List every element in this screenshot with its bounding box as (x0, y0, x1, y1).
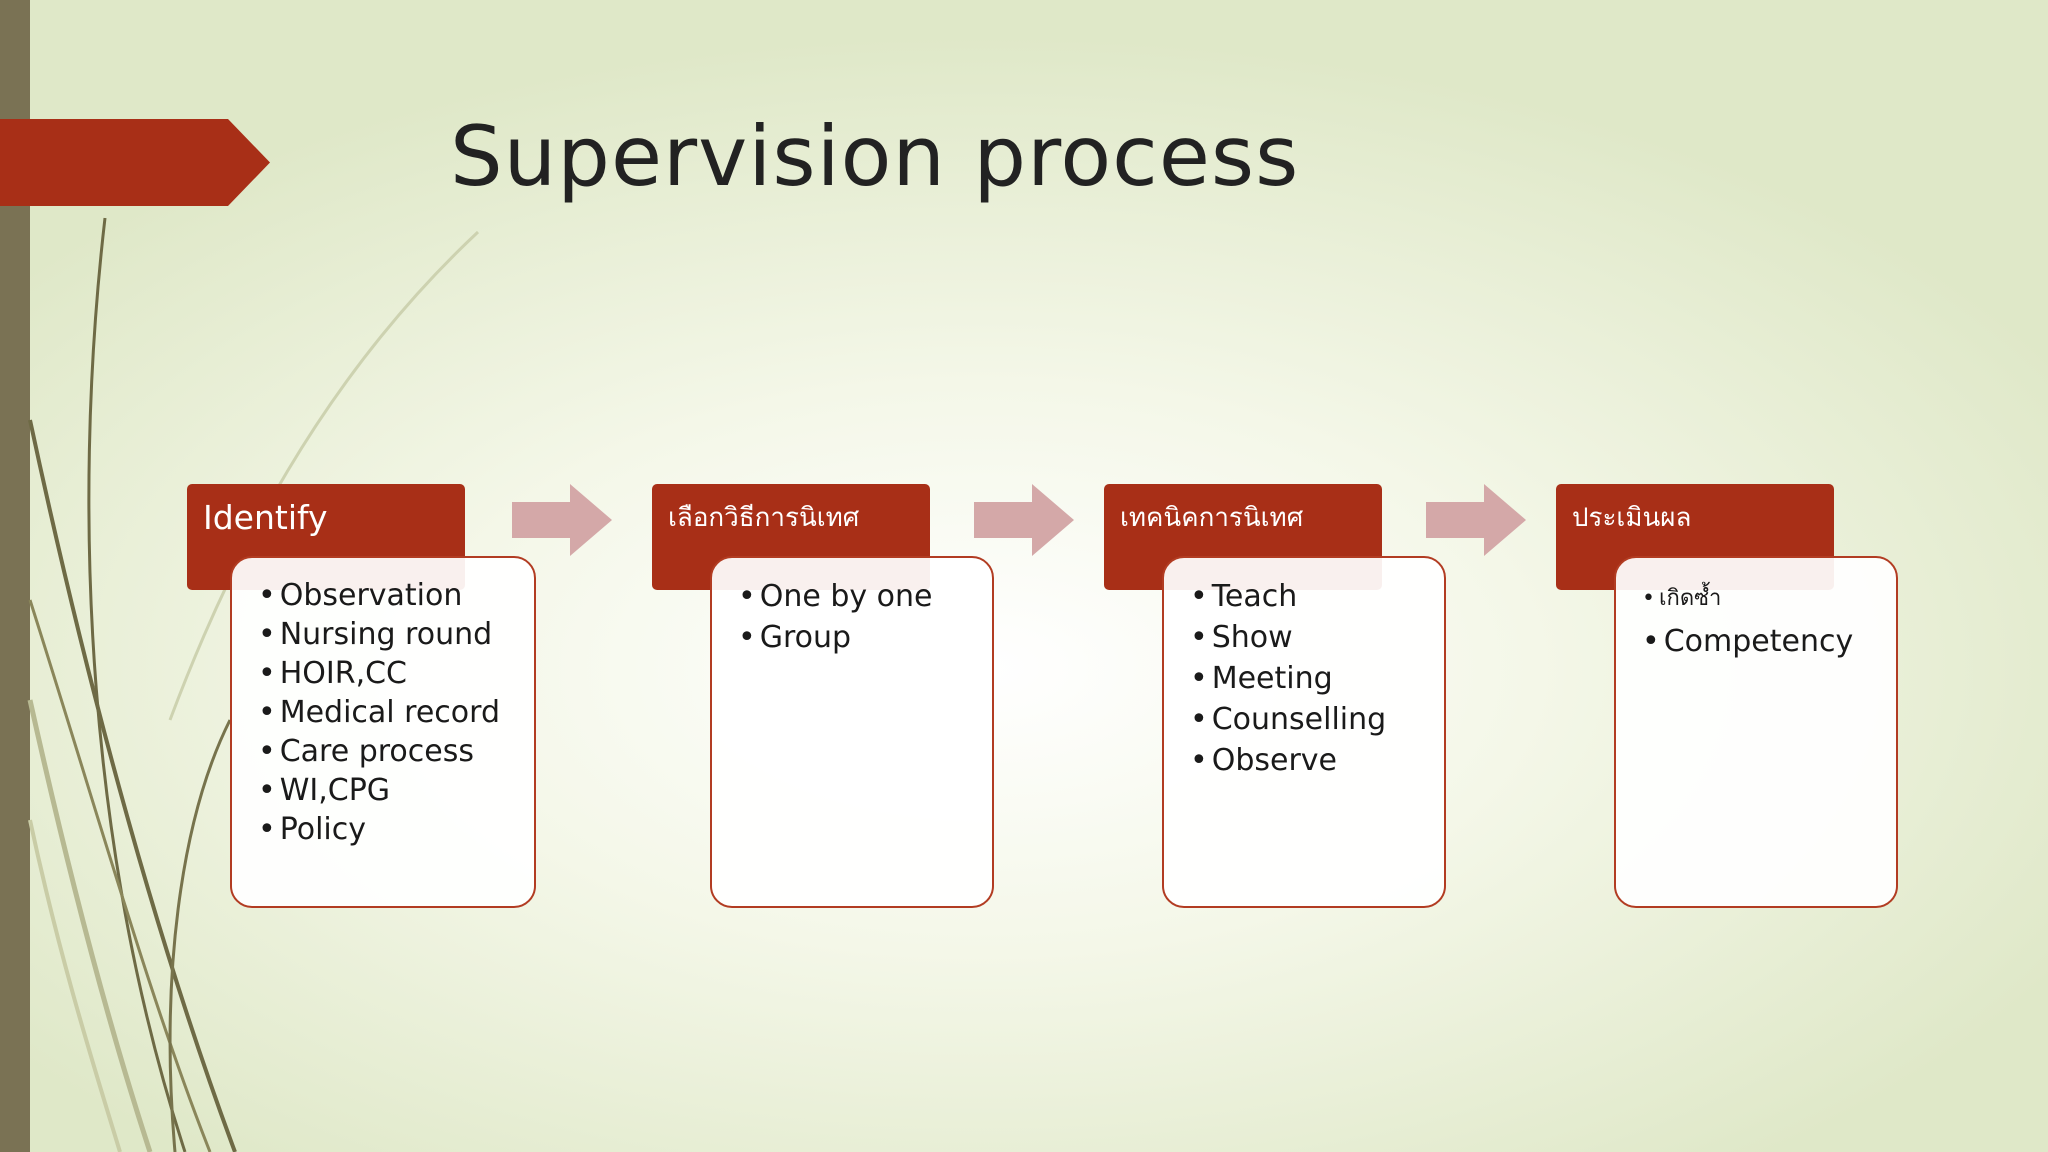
list-item: Observation (258, 576, 524, 615)
list-item: Competency (1642, 622, 1886, 661)
list-item: Meeting (1190, 658, 1434, 699)
list-item: Teach (1190, 576, 1434, 617)
list-item: HOIR,CC (258, 654, 524, 693)
list-item: One by one (738, 576, 982, 617)
list-item: WI,CPG (258, 771, 524, 810)
list-item: Medical record (258, 693, 524, 732)
step-identify: Identify Observation Nursing round HOIR,… (187, 484, 592, 914)
list-item: Observe (1190, 740, 1434, 781)
list-item: Nursing round (258, 615, 524, 654)
list-item: Group (738, 617, 982, 658)
step-content-box: One by one Group (710, 556, 994, 908)
step-item-list: เกิดซ้ำ Competency (1642, 576, 1886, 661)
step-item-list: Observation Nursing round HOIR,CC Medica… (258, 576, 524, 849)
list-item: Show (1190, 617, 1434, 658)
step-technique: เทคนิคการนิเทศ Teach Show Meeting Counse… (1104, 484, 1509, 914)
flow-arrow-icon (512, 484, 612, 556)
flow-arrow-icon (1426, 484, 1526, 556)
list-item: Counselling (1190, 699, 1434, 740)
title-arrow-shape (0, 119, 270, 206)
step-item-list: One by one Group (738, 576, 982, 658)
step-content-box: Observation Nursing round HOIR,CC Medica… (230, 556, 536, 908)
list-item: เกิดซ้ำ (1642, 576, 1886, 622)
step-evaluate: ประเมินผล เกิดซ้ำ Competency (1556, 484, 1961, 914)
list-item: Care process (258, 732, 524, 771)
flow-arrow-icon (974, 484, 1074, 556)
step-item-list: Teach Show Meeting Counselling Observe (1190, 576, 1434, 781)
step-content-box: เกิดซ้ำ Competency (1614, 556, 1898, 908)
slide-title: Supervision process (450, 108, 1300, 205)
step-content-box: Teach Show Meeting Counselling Observe (1162, 556, 1446, 908)
step-method: เลือกวิธีการนิเทศ One by one Group (652, 484, 1057, 914)
list-item: Policy (258, 810, 524, 849)
